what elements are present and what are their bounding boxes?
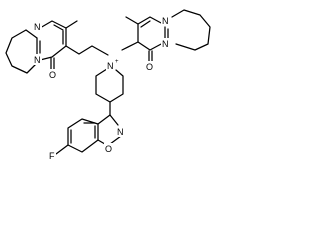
benzo-ring-left bbox=[97, 114, 111, 148]
isoxazole-n-label: N bbox=[117, 127, 124, 137]
right-double-inner bbox=[140, 20, 151, 28]
fluoro-bond bbox=[55, 144, 69, 155]
benzo-ring-right bbox=[67, 118, 99, 153]
left-ring-n-top-label: N bbox=[34, 22, 41, 32]
left-carbonyl-o-label: O bbox=[49, 70, 56, 80]
quaternary-n-label: N bbox=[107, 61, 114, 71]
left-piperidine-ring bbox=[5, 29, 37, 74]
left-upper-double-inner bbox=[53, 24, 64, 31]
right-methyl-bond bbox=[125, 16, 139, 25]
chemical-structure-diagram: N N O N N O N + F O N bbox=[5, 9, 211, 161]
left-ring-n-bottom-label: N bbox=[34, 55, 41, 65]
left-ethyl-linker bbox=[65, 45, 109, 56]
left-methyl-bond bbox=[65, 20, 78, 29]
left-upper-ring-bonds bbox=[39, 20, 67, 29]
right-ring-n-bottom-label: N bbox=[162, 39, 169, 49]
benzisoxazole bbox=[55, 114, 122, 155]
right-ring-n-top-label: N bbox=[162, 16, 169, 26]
quaternary-charge-label: + bbox=[115, 59, 119, 65]
isoxazole-c-n bbox=[109, 114, 119, 126]
piperidinium-ring bbox=[95, 66, 124, 116]
left-fusion-bond bbox=[25, 29, 38, 39]
isoxazole-o-label: O bbox=[105, 144, 112, 154]
piperidinium-bonds bbox=[95, 66, 124, 103]
right-piperidine-ring bbox=[171, 9, 211, 51]
left-pyridopyrimidinone bbox=[5, 20, 109, 74]
right-pyridopyrimidinone bbox=[121, 9, 211, 63]
atom-labels: N N O N N O N + F O N bbox=[33, 15, 170, 161]
right-ring-bonds-b bbox=[137, 41, 164, 51]
structure-canvas: N N O N N O N + F O N bbox=[0, 0, 224, 168]
fluorine-label: F bbox=[49, 151, 55, 161]
left-lower-ring-bonds bbox=[39, 27, 67, 61]
right-carbonyl-o-label: O bbox=[146, 62, 153, 72]
